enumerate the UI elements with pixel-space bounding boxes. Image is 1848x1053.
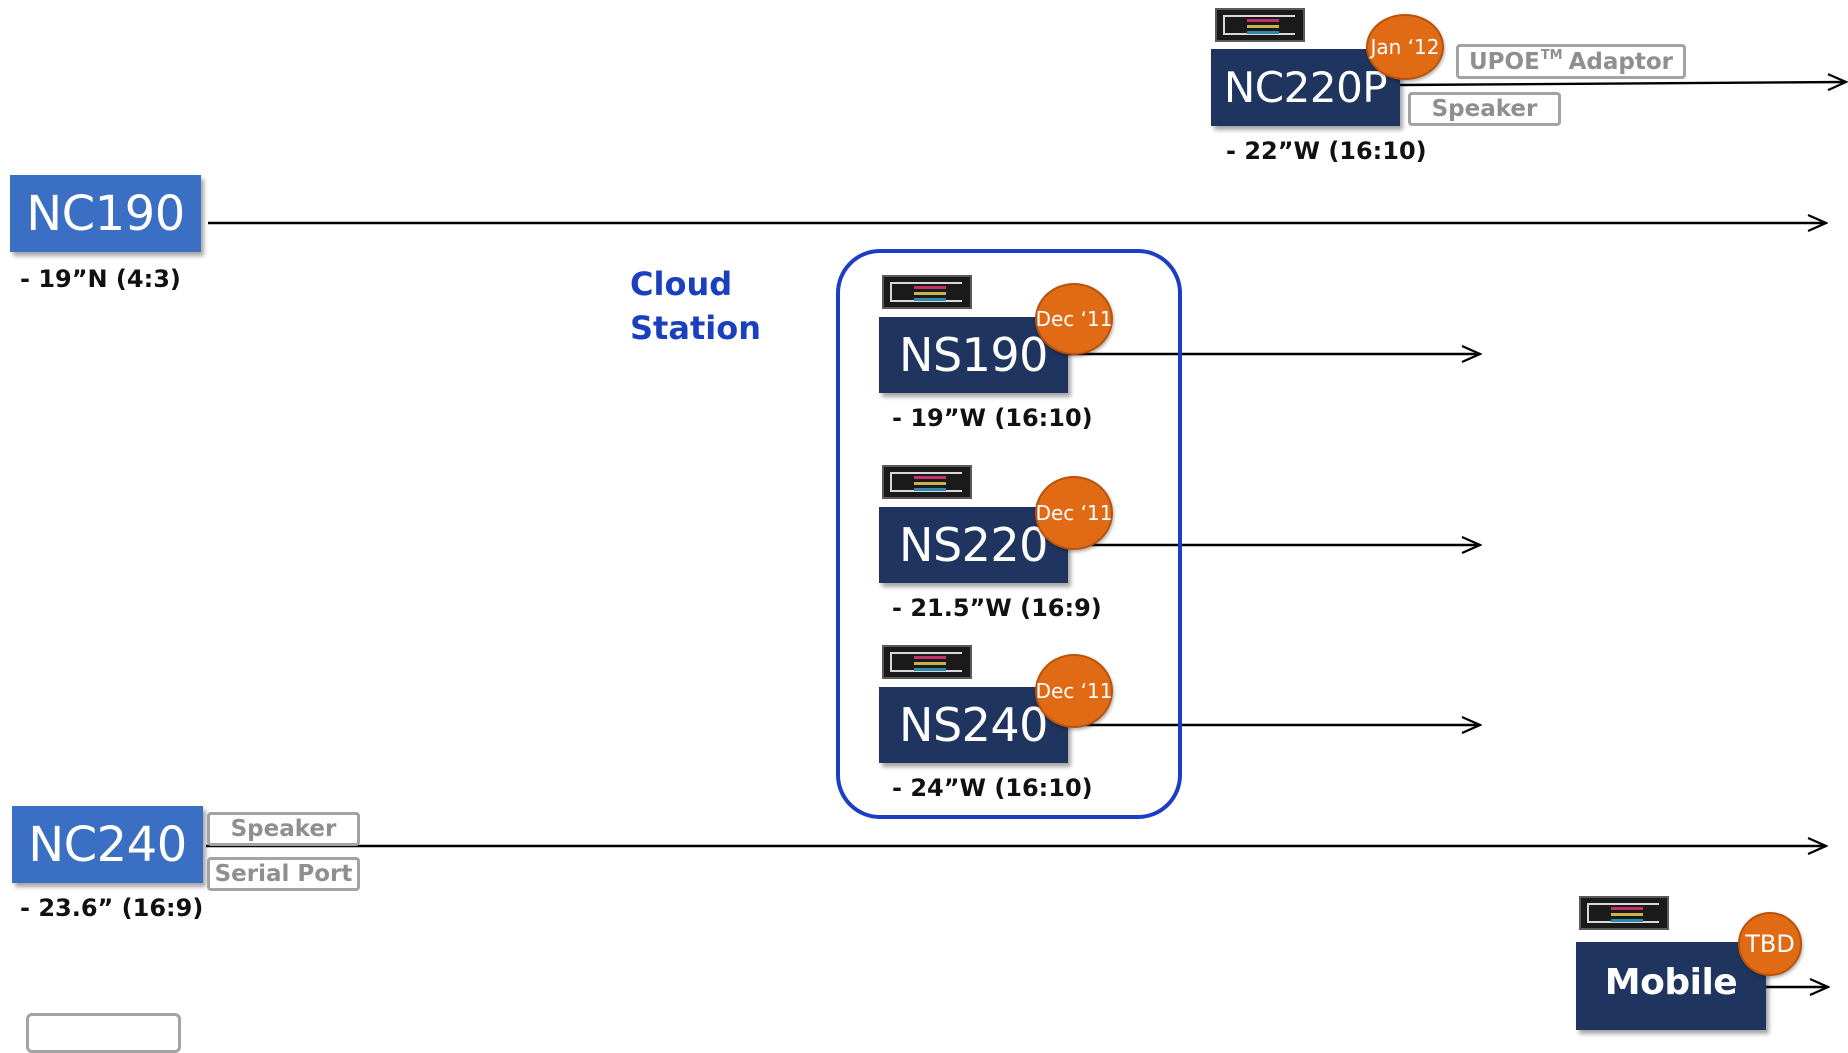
ns190-label: NS190 (899, 328, 1048, 382)
ns220-product-box[interactable]: NS220 (879, 507, 1068, 583)
partial-tag (26, 1013, 181, 1053)
ns190-thumbnail (882, 275, 972, 309)
ns240-label: NS240 (899, 698, 1048, 752)
cloud-station-label: Cloud Station (630, 262, 761, 350)
serial-port-tag: Serial Port (207, 857, 360, 891)
nc220p-product-box[interactable]: NC220P (1211, 49, 1400, 126)
mobile-release-badge: TBD (1738, 912, 1802, 976)
cloud-station-group (836, 249, 1182, 819)
cloud-label-line2: Station (630, 309, 761, 347)
ns240-spec: - 24”W (16:10) (892, 774, 1093, 802)
cloud-label-line1: Cloud (630, 265, 733, 303)
mobile-product-box[interactable]: Mobile (1576, 942, 1766, 1030)
mobile-label: Mobile (1604, 962, 1738, 1003)
ns220-spec: - 21.5”W (16:9) (892, 594, 1102, 622)
timeline-arrows (206, 0, 1848, 1030)
nc220p-spec: - 22”W (16:10) (1226, 137, 1427, 165)
ns190-spec: - 19”W (16:10) (892, 404, 1093, 432)
nc190-product-box[interactable]: NC190 (10, 175, 201, 252)
ns220-thumbnail (882, 465, 972, 499)
nc220p-release-badge: Jan ‘12 (1366, 14, 1444, 80)
nc240-label: NC240 (28, 816, 187, 873)
ns220-label: NS220 (899, 518, 1048, 572)
nc220p-thumbnail (1215, 8, 1305, 42)
ns240-release-badge: Dec ‘11 (1035, 654, 1113, 728)
nc220p-speaker-tag: Speaker (1408, 92, 1561, 126)
ns240-thumbnail (882, 645, 972, 679)
nc240-spec: - 23.6” (16:9) (20, 894, 204, 922)
nc220p-label: NC220P (1223, 63, 1388, 112)
mobile-thumbnail (1579, 896, 1669, 930)
nc240-speaker-tag: Speaker (207, 812, 360, 846)
ns220-release-badge: Dec ‘11 (1035, 476, 1113, 550)
ns190-release-badge: Dec ‘11 (1035, 283, 1113, 355)
nc220p-timeline-arrow (1399, 82, 1846, 85)
nc190-label: NC190 (26, 185, 185, 242)
nc240-product-box[interactable]: NC240 (12, 806, 203, 883)
nc190-spec: - 19”N (4:3) (20, 265, 181, 293)
